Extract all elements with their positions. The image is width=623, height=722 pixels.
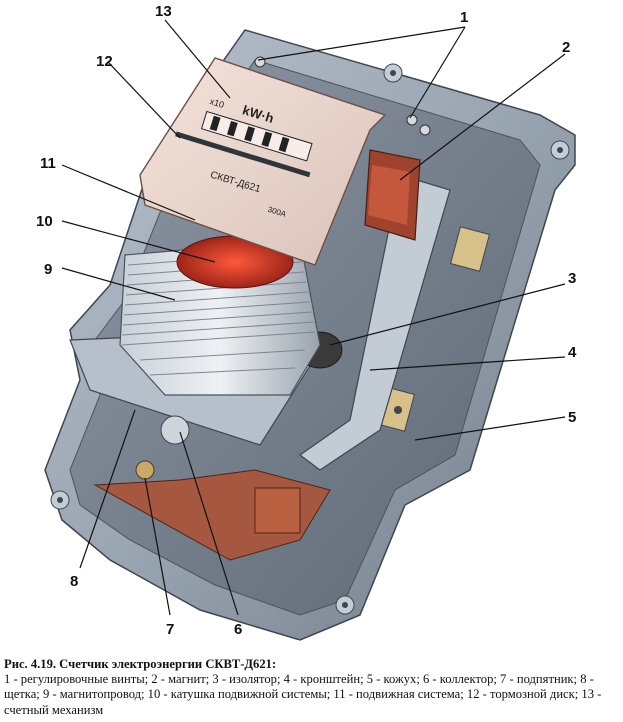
callout-2: 2 (562, 39, 570, 56)
units-label: x10 (209, 96, 226, 110)
callout-5: 5 (568, 409, 576, 426)
caption-title: Рис. 4.19. Счетчик электроэнергии СКВТ-Д… (4, 657, 277, 671)
caption-text: 1 - регулировочные винты; 2 - магнит; 3 … (4, 672, 602, 717)
callout-6: 6 (234, 621, 242, 638)
meter-illustration: x10 kW·h СКВТ-Д621 300A (36, 3, 577, 641)
callout-11: 11 (40, 155, 56, 172)
terminal-block (93, 415, 331, 561)
leader-lines (61, 19, 566, 616)
callout-3: 3 (568, 270, 576, 287)
magnet (364, 149, 421, 241)
register-plate: x10 kW·h СКВТ-Д621 300A (139, 57, 387, 266)
callout-9: 9 (44, 261, 52, 278)
callout-labels: 1 2 3 4 5 6 7 8 9 10 11 12 13 (36, 3, 577, 638)
figure-caption: Рис. 4.19. Счетчик электроэнергии СКВТ-Д… (4, 657, 619, 718)
callout-4: 4 (568, 344, 577, 361)
callout-13: 13 (155, 3, 172, 20)
callout-12: 12 (96, 53, 113, 70)
callout-7: 7 (166, 621, 174, 638)
callout-8: 8 (70, 573, 78, 590)
callout-10: 10 (36, 213, 53, 230)
callout-1: 1 (460, 9, 468, 26)
